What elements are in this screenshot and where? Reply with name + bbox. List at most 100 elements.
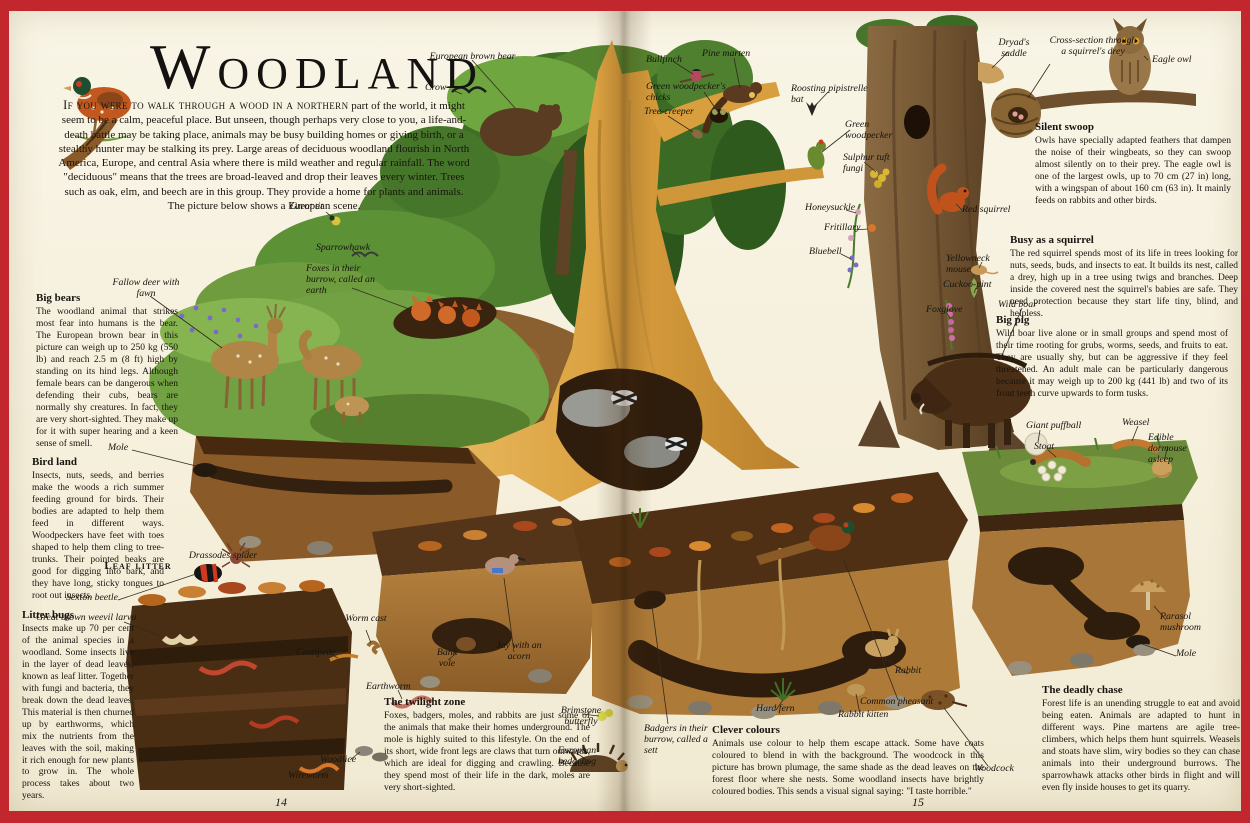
label-sexton-beetle: Sexton beetle [66,592,118,603]
section-body-bird-land: Insects, nuts, seeds, and berries make t… [32,470,164,601]
fern-tuft [631,508,649,529]
intro-paragraph: If you were to walk through a wood in a … [58,97,470,213]
leader-lines [117,51,1177,777]
section-deadly-chase: The deadly chase Forest life is an unend… [1042,684,1240,795]
label-yellowneck-mouse: Yellowneck mouse [946,253,990,275]
label-honeysuckle: Honeysuckle [805,202,856,213]
page-number-left: 14 [275,795,287,809]
badger-hollow [556,368,703,491]
intro-body: part of the world, it might seem to be a… [58,100,470,213]
hedgehog-art [569,743,628,772]
section-busy-squirrel: Busy as a squirrel The red squirrel spen… [1010,234,1238,321]
section-bird-land: Bird land Insects, nuts, seeds, and berr… [32,456,164,603]
label-parasol-mushroom: Parasol mushroom [1160,611,1202,633]
label-woodpecker-chicks: Green woodpecker's chicks [646,81,726,103]
section-heading-deadly-chase: The deadly chase [1042,684,1123,696]
label-great-tit: Great tit [290,201,324,212]
label-giant-puffball: Giant puffball [1026,420,1082,431]
fox-family-art [393,294,497,339]
title-rest: OODLAND [217,49,484,98]
label-rabbit: Rabbit [895,665,922,676]
fallow-deer-art [211,303,369,425]
label-jay-acorn: Jay with an acorn [496,640,542,662]
section-heading-big-bears: Big bears [36,292,81,304]
section-silent-swoop: Silent swoop Owls have specially adapted… [1035,121,1231,208]
label-bank-vole: Bank vole [436,647,458,669]
drassodes-spider-art [221,542,251,568]
label-green-woodpecker: Green woodpecker [845,119,893,141]
sexton-beetle-art [194,563,222,583]
label-foxglove: Foxglove [926,304,963,315]
egg-clutch [1037,460,1067,482]
label-earthworm: Earthworm [366,681,411,692]
label-cuckoo-pint: Cuckoo-pint [943,279,992,290]
section-big-pig: Big pig Wild boar live alone or in small… [996,314,1228,401]
leaf-litter-caption: Leaf litter [104,560,172,572]
section-body-big-bears: The woodland animal that strikes most fe… [36,306,178,449]
label-sulphur-tuft: Sulphur tuft fungi [843,152,890,174]
label-common-pheasant: Common pheasant [860,696,934,707]
soil-block-right [962,432,1198,676]
label-brimstone-butterfly: Brimstone butterfly [560,705,602,727]
common-pheasant-art [756,520,855,565]
brown-bear [480,104,562,156]
section-body-silent-swoop: Owls have specially adapted feathers tha… [1035,135,1231,206]
label-hard-fern: Hard fern [756,703,795,714]
eagle-owl-art [1109,18,1151,95]
label-squirrels-drey: Cross-section through a squirrel's drey [1049,35,1137,57]
label-rabbit-kitten: Rabbit kitten [838,709,889,720]
label-tree-creeper: Tree-creeper [644,106,694,117]
label-stoat: Stoat [1034,441,1055,452]
label-crow: Crow [425,82,447,93]
section-heading-silent-swoop: Silent swoop [1035,121,1094,133]
section-big-bears: Big bears The woodland animal that strik… [36,292,178,450]
woodcock-art [921,690,968,710]
bluebell-patch [179,305,259,339]
title-initial: W [150,31,218,102]
label-mole-left: Mole [108,442,129,453]
section-twilight-zone: The twilight zone Foxes, badgers, moles,… [384,696,590,795]
wild-boar-art [910,352,1031,448]
section-heading-bird-land: Bird land [32,456,77,468]
brimstone-butterfly-art [597,709,613,721]
label-fallow-deer: Fallow deer with fawn [112,277,180,299]
label-eagle-owl: Eagle owl [1152,54,1192,65]
owl-branch [1002,89,1196,116]
label-wireworm: Wireworm [288,770,329,781]
label-european-brown-bear: European brown bear [429,51,516,62]
label-dryads-saddle: Dryad's saddle [998,37,1030,59]
section-heading-litter-bugs: Litter bugs [22,609,75,621]
soil-block-mid [366,506,606,709]
label-weevil-larva: Great brown weevil larva [36,612,137,623]
section-body-deadly-chase: Forest life is an unending struggle to e… [1042,698,1240,793]
section-body-twilight-zone: Foxes, badgers, moles, and rabbits are j… [384,710,590,793]
crow-silhouette [451,86,487,94]
label-bluebell: Bluebell [809,246,842,257]
label-centipede: Centipede [296,647,336,658]
section-body-litter-bugs: Insects make up 70 per cent of the anima… [22,623,134,802]
label-bullfinch: Bullfinch [646,54,682,65]
label-drassodes-spider: Drassodes spider [188,550,258,561]
section-body-clever-colours: Animals use colour to help them escape a… [712,738,984,797]
section-heading-clever-colours: Clever colours [712,724,780,736]
centipede-art [329,653,359,662]
section-heading-big-pig: Big pig [996,314,1030,326]
page-title: WOODLAND [150,35,484,99]
weevil-larva-art [161,633,199,645]
earthworm-art [390,695,434,709]
giant-puffball-art [1024,432,1048,456]
rabbit-art [865,628,900,657]
squirrel-drey-art [991,88,1041,138]
label-woodlice: Woodlice [320,754,357,765]
stoat-art [1030,449,1091,467]
hard-fern-art [770,678,796,701]
label-european-hedgehog: European hedgehog [557,745,597,767]
label-edible-dormouse: Edible dormouse asleep [1148,432,1187,465]
weasel-art [1112,438,1160,453]
parasol-mushroom-art [1130,579,1166,610]
label-pine-marten: Pine marten [702,48,751,59]
label-worm-cast: Worm cast [345,613,387,624]
label-foxes-earth: Foxes in their burrow, called an earth [306,263,375,296]
